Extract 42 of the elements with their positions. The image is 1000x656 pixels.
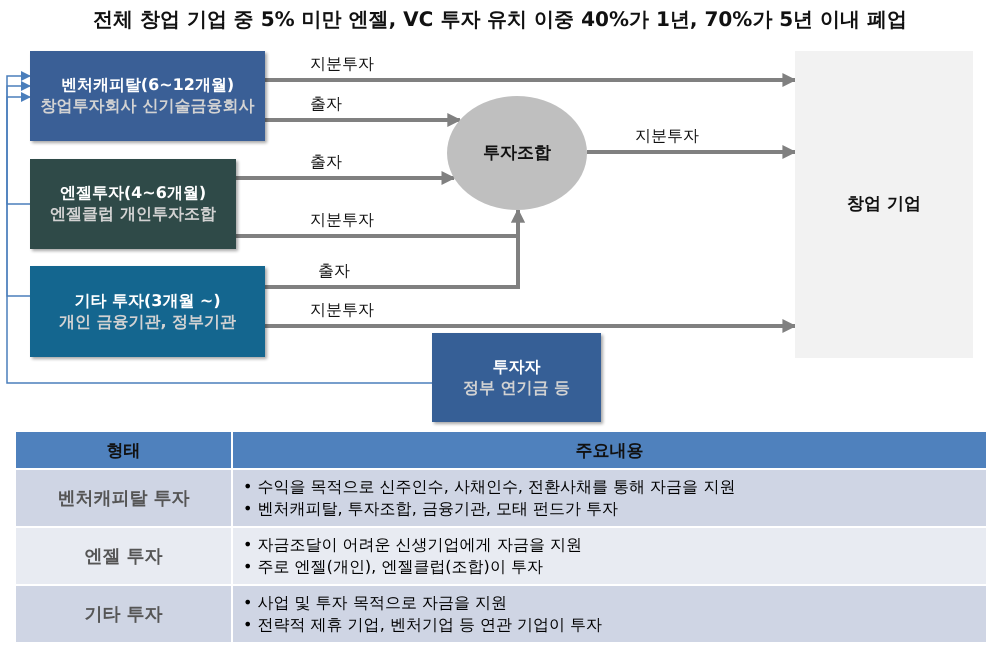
edge-label: 지분투자 bbox=[310, 300, 374, 321]
row-header-cell: 기타 투자 bbox=[15, 585, 232, 643]
edge-label: 출자 bbox=[310, 94, 342, 115]
node-text: 창업투자회사 신기술금융회사 bbox=[40, 96, 254, 117]
edge-label: 지분투자 bbox=[635, 126, 699, 147]
process-box bbox=[30, 159, 236, 249]
arrow bbox=[265, 113, 462, 127]
node-heading: 창업 기업 bbox=[847, 193, 921, 216]
connector-arrow bbox=[6, 92, 432, 384]
node-heading: 벤처캐피탈(6~12개월) bbox=[60, 75, 234, 96]
bullet-text: • 자금조달이 어려운 신생기업에게 자금을 지원 bbox=[243, 534, 583, 556]
connector-arrow bbox=[6, 71, 31, 297]
bullet-text: • 벤처캐피탈, 투자조합, 금융기관, 모태 펀드가 투자 bbox=[243, 498, 620, 520]
node-heading: 투자조합 bbox=[483, 142, 551, 164]
process-box bbox=[432, 333, 601, 422]
node-text: 엔젤클럽 개인투자조합 bbox=[50, 204, 216, 225]
process-box bbox=[30, 266, 265, 357]
header-cell: 형태 bbox=[15, 431, 232, 469]
bullet-text: • 전략적 제휴 기업, 벤처기업 등 연관 기업이 투자 bbox=[243, 614, 604, 636]
process-box bbox=[30, 51, 265, 141]
row-header-cell: 엔젤 투자 bbox=[15, 527, 232, 585]
bullet-text: • 사업 및 투자 목적으로 자금을 지원 bbox=[243, 592, 508, 614]
edge-label: 출자 bbox=[310, 152, 342, 173]
bullet-text: • 수익을 목적으로 신주인수, 사채인수, 전환사채를 통해 자금을 지원 bbox=[243, 476, 736, 498]
node-text: 정부 연기금 등 bbox=[462, 378, 570, 398]
arrow bbox=[265, 319, 796, 333]
arrow bbox=[265, 73, 796, 87]
row-header-cell: 벤처캐피탈 투자 bbox=[15, 469, 232, 527]
title: 전체 창업 기업 중 5% 미만 엔젤, VC 투자 유치 이중 40%가 1년, 70%가 5년 이내 폐업 bbox=[92, 6, 908, 33]
edge-label: 지분투자 bbox=[310, 54, 374, 75]
node-heading: 투자자 bbox=[492, 356, 540, 378]
header-cell: 주요내용 bbox=[232, 431, 987, 469]
edge-label: 지분투자 bbox=[310, 210, 374, 231]
bullet-text: • 주로 엔젤(개인), 엔젤클럽(조합)이 투자 bbox=[243, 556, 544, 578]
process-box bbox=[795, 51, 973, 358]
connector-arrow bbox=[6, 81, 31, 205]
node-heading: 엔젤투자(4~6개월) bbox=[60, 183, 206, 204]
edge-label: 출자 bbox=[318, 261, 350, 282]
node-text: 개인 금융기관, 정부기관 bbox=[58, 312, 236, 332]
arrow bbox=[236, 171, 456, 185]
node-heading: 기타 투자(3개월 ~) bbox=[74, 290, 221, 312]
arrow bbox=[587, 145, 796, 159]
